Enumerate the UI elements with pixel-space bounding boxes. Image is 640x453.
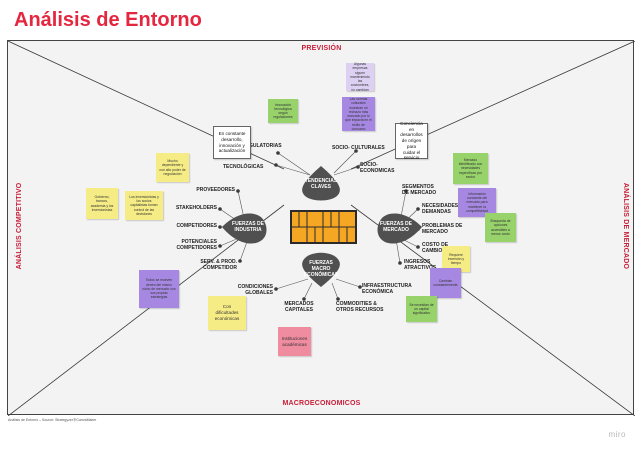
label-regulatorias: REGULATORIAS xyxy=(242,143,282,149)
label-necesidades-demandas: NECESIDADES &DEMANDAS xyxy=(422,203,464,215)
sticky-note-cambian[interactable]: Cambian constantemente xyxy=(430,268,461,298)
blob-mercado-shape xyxy=(377,213,422,244)
board-lines xyxy=(8,41,635,416)
label-proveedores: PROVEEDORES xyxy=(196,187,235,193)
diagonal-top-right xyxy=(350,41,635,170)
blob-industria-shape xyxy=(222,213,267,244)
page-title: Análisis de Entorno xyxy=(14,9,202,31)
blob-macro-shape xyxy=(302,252,340,287)
sticky-note-costumbres[interactable]: Algunas empresas siguen manteniendo las … xyxy=(346,62,374,92)
footer-source: Análisis de Entorno – Source: Strategyze… xyxy=(8,418,97,422)
canvas-board: PREVISIÓN MACROECONOMICOS ANÁLISIS COMPE… xyxy=(7,40,635,416)
sticky-note-opciones-accesibles[interactable]: Búsqueda de opciones accesibles a menor … xyxy=(485,213,516,242)
sticky-note-segmentos[interactable]: Mercado identificado con necesidades esp… xyxy=(453,153,488,184)
label-socio-economicas: SOCIO-ECONOMICAS xyxy=(360,162,395,174)
edge-label-analisis-competitivo: ANÁLISIS COMPETITIVO xyxy=(16,182,23,270)
sticky-note-proveedores[interactable]: Mucho dependiente y con alto poder de ne… xyxy=(156,153,189,182)
miro-logo: miro xyxy=(608,430,626,439)
sticky-note-inversion-tiempo[interactable]: Requiere inversión y tiempo xyxy=(442,246,470,272)
label-commodities-recursos: COMMODITIES &OTROS RECURSOS xyxy=(336,301,384,313)
sticky-note-constante-desarrollo[interactable]: En constante desarrollo, innovación y ac… xyxy=(213,126,251,159)
label-serv-prod-competidor: SERV. & PROD.COMPETIDOR xyxy=(200,259,237,271)
sticky-note-inversionistas[interactable]: Los inversionistas y los socios capitali… xyxy=(125,191,163,220)
center-matrix xyxy=(290,210,357,244)
label-competidores: COMPETIDORES xyxy=(176,223,217,229)
label-socio-culturales: SOCIO- CULTURALES xyxy=(332,145,385,151)
sticky-note-informacion-mercado[interactable]: Información constante del mercado para m… xyxy=(458,188,496,217)
sticky-note-stakeholders[interactable]: Gobierno, bancos, academia y los inversi… xyxy=(86,188,118,219)
sticky-note-nicho-mercado[interactable]: Todos se mueven dentro del mismo nicho d… xyxy=(139,270,179,308)
label-stakeholders: STAKEHOLDERS xyxy=(175,205,217,211)
edge-label-prevision: PREVISIÓN xyxy=(301,45,342,52)
sticky-note-capital-significativo[interactable]: Se necesitan de un capital significativo xyxy=(406,296,437,322)
edge-label-analisis-mercado: ANÁLISIS DE MERCADO xyxy=(622,182,629,270)
matrix-grid xyxy=(292,212,355,242)
blob-tendencias-shape xyxy=(302,166,340,201)
edge-label-macroeconomicos: MACROECONOMICOS xyxy=(282,400,361,407)
sticky-note-normas-culturales[interactable]: Las normas culturales muestran un rechaz… xyxy=(342,97,375,131)
label-tecnologicas: TECNOLÓGICAS xyxy=(223,164,264,170)
sticky-note-innovacion-regulaciones[interactable]: Innovación tecnológica según regulacione… xyxy=(268,99,298,123)
